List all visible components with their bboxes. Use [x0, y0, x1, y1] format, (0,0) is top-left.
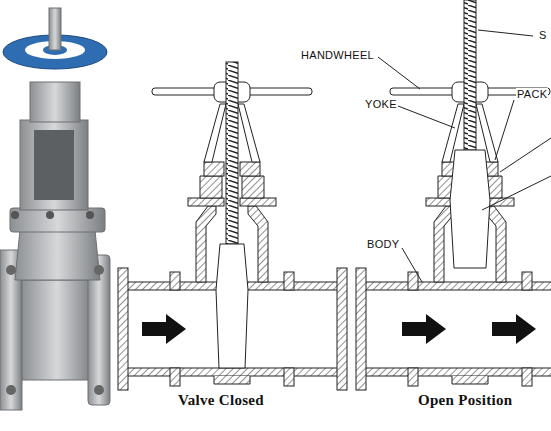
view-caption: Open Position [418, 392, 512, 409]
part-label: BODY [366, 238, 400, 250]
part-label: YOKE [364, 98, 398, 110]
part-label: PACK [516, 88, 548, 100]
leader-lines [378, 30, 551, 282]
part-label: S [538, 29, 548, 41]
valve-closed-section [118, 62, 347, 390]
part-label: HANDWHEEL [300, 49, 375, 61]
valve-photo [0, 8, 110, 410]
view-caption: Valve Closed [178, 392, 264, 409]
valve-open-section [356, 0, 551, 390]
